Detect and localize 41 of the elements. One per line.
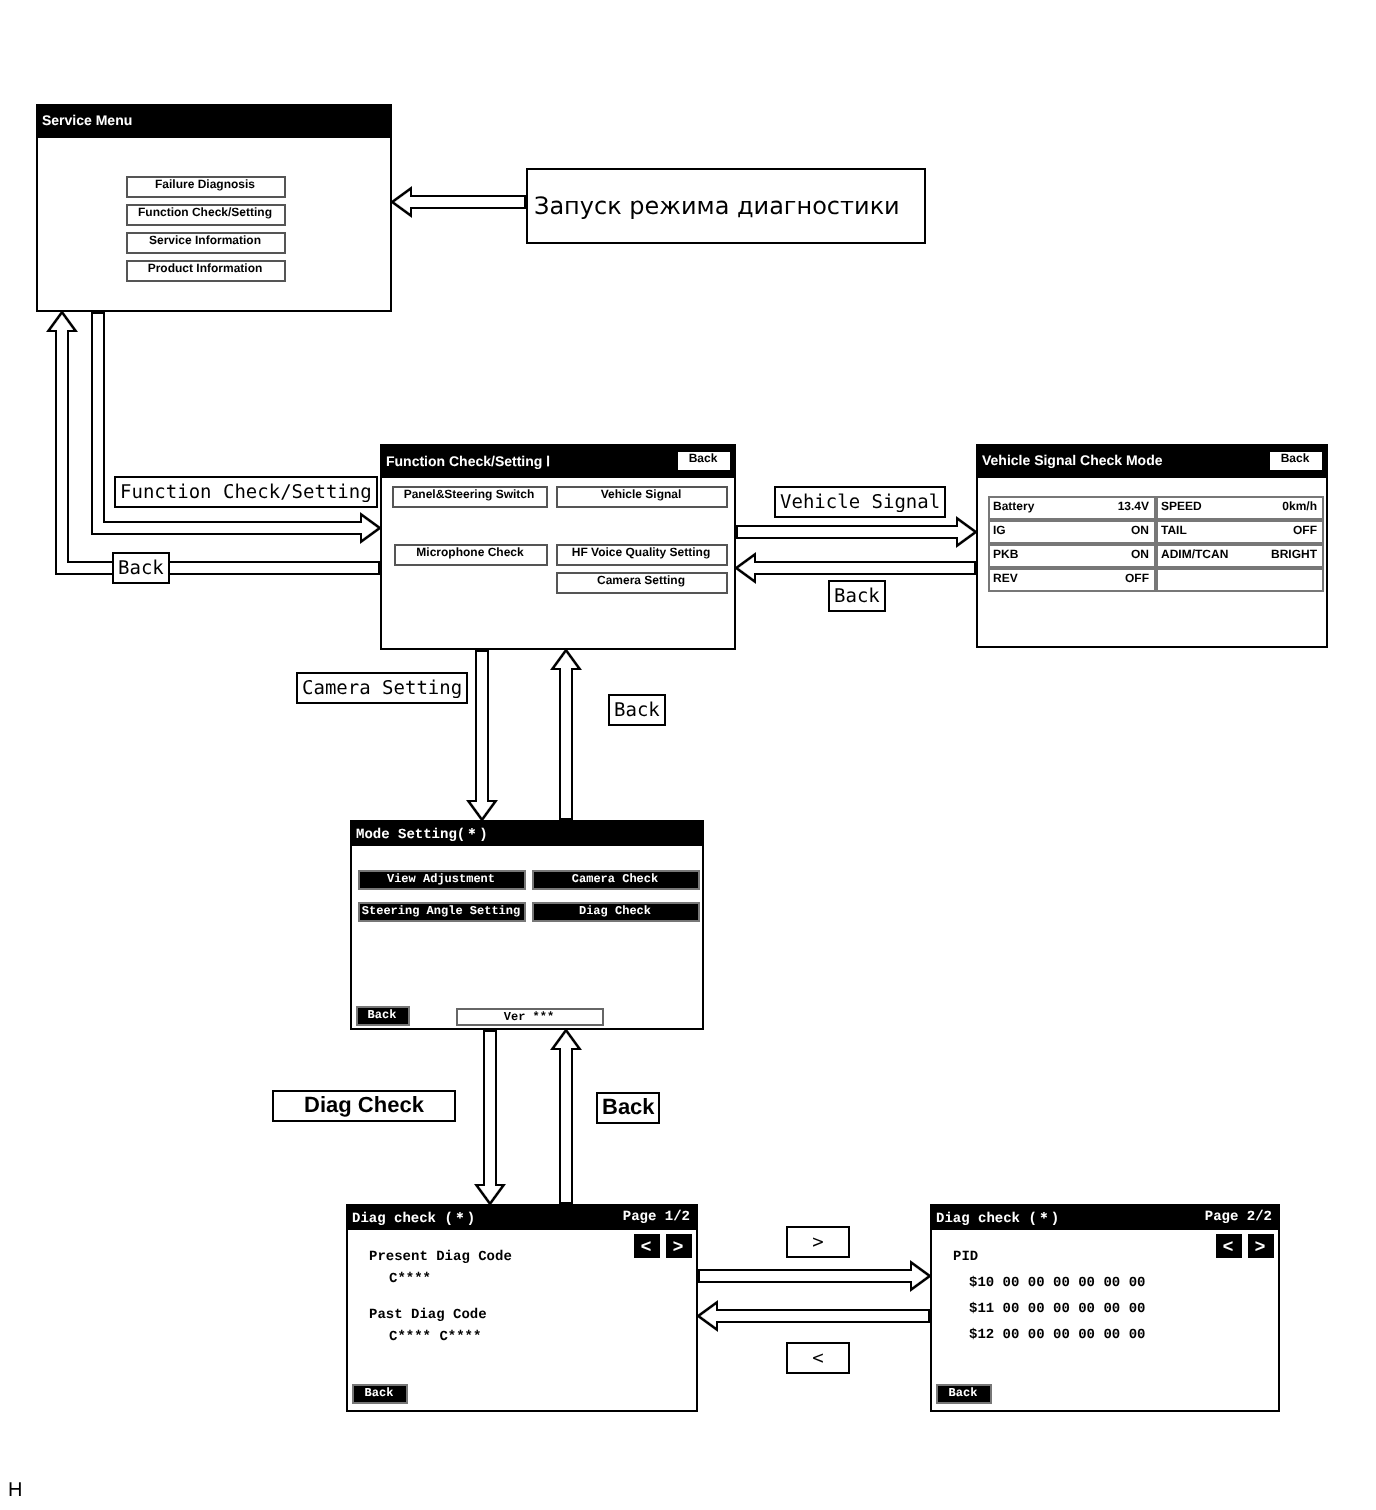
figure-code: H: [8, 1480, 23, 1502]
table-cell: [987, 567, 1155, 591]
edge-label: Camera Setting: [296, 672, 469, 704]
nav-button: >: [1247, 1233, 1273, 1257]
nav-button: >: [665, 1233, 691, 1257]
table-cell: [987, 543, 1155, 567]
screen-panel: [930, 1204, 1280, 1412]
edge-label: Back: [608, 694, 666, 726]
edge-label: Back: [828, 580, 886, 612]
hollow-arrow: [46, 310, 380, 575]
table-cell: [1155, 567, 1323, 591]
hollow-arrow: [550, 648, 582, 820]
hollow-arrow: [390, 186, 526, 218]
hollow-arrow: [466, 650, 498, 822]
hollow-arrow: [474, 1030, 506, 1206]
hollow-arrow: [696, 1300, 930, 1332]
hollow-arrow: [736, 516, 978, 548]
edge-label: >: [786, 1226, 850, 1258]
hollow-arrow: [698, 1260, 932, 1292]
hollow-arrow: [550, 1028, 582, 1204]
edge-label: Function Check/Setting: [114, 476, 378, 508]
table-cell: [1155, 495, 1323, 519]
screen-panel: [976, 444, 1328, 648]
screen-panel: [350, 820, 704, 1030]
edge-label: Vehicle Signal: [774, 486, 947, 518]
edge-label: <: [786, 1342, 850, 1374]
table-cell: [987, 495, 1155, 519]
table-cell: [987, 519, 1155, 543]
edge-label: Back: [596, 1092, 661, 1124]
edge-label: Back: [112, 552, 170, 584]
screen-panel: [346, 1204, 698, 1412]
hollow-arrow: [91, 312, 382, 544]
screen-panel: [36, 104, 392, 312]
callout-text: Запуск режима диагностики: [526, 168, 926, 244]
table-cell: [1155, 543, 1323, 567]
edge-label: Diag Check: [272, 1090, 456, 1122]
hollow-arrow: [734, 552, 976, 584]
screen-panel: [380, 444, 736, 650]
nav-button: <: [1215, 1233, 1241, 1257]
table-cell: [1155, 519, 1323, 543]
nav-button: <: [633, 1233, 659, 1257]
